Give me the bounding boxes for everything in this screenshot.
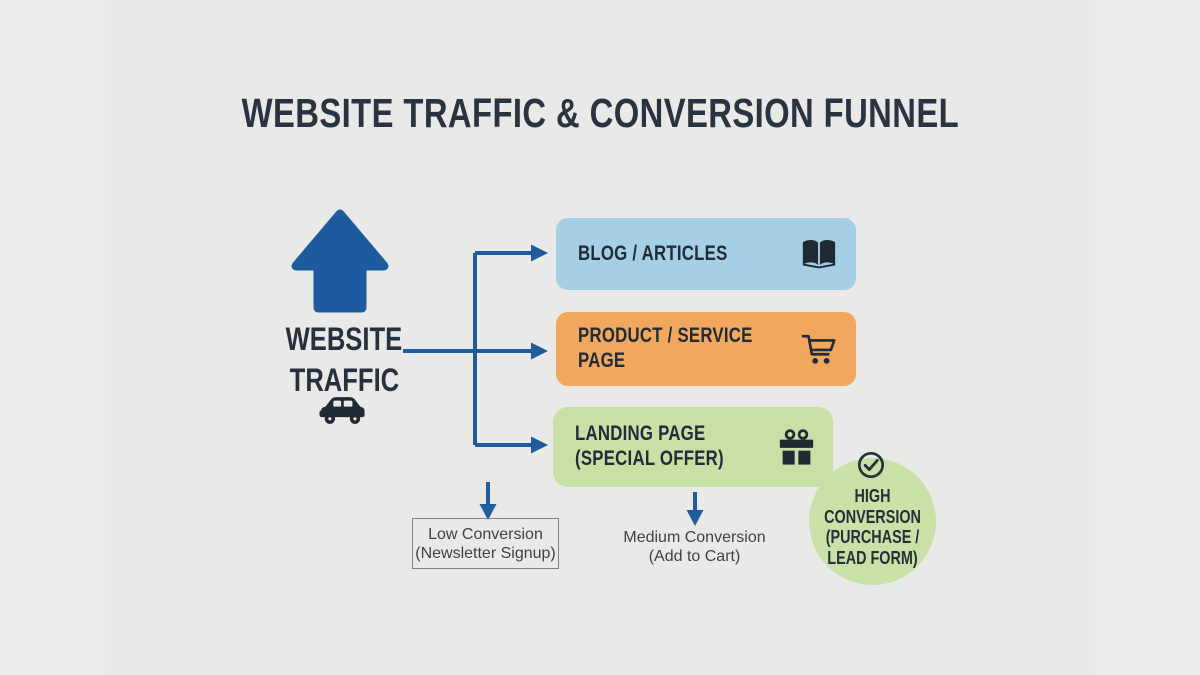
website-traffic-label: WEBSITE TRAFFIC xyxy=(254,322,434,404)
high-conversion-line2: CONVERSION xyxy=(824,506,921,527)
to-product-arrowhead xyxy=(531,342,548,360)
blog-label-line1: BLOG / ARTICLES xyxy=(578,241,728,265)
car-icon xyxy=(319,397,365,424)
to-landing-arrowhead xyxy=(531,436,548,454)
to-blog-arrowhead xyxy=(531,244,548,262)
product-label: PRODUCT / SERVICE PAGE xyxy=(578,324,800,374)
low-conversion-box: Low Conversion (Newsletter Signup) xyxy=(412,518,559,569)
website-traffic-line2: TRAFFIC xyxy=(289,362,399,398)
high-conversion-line4: LEAD FORM) xyxy=(827,547,918,568)
high-conversion-line3: (PURCHASE / xyxy=(825,527,920,547)
landing-label-line2: (SPECIAL OFFER) xyxy=(575,447,724,470)
check-circle-icon xyxy=(858,452,884,478)
landing-label-line1: LANDING PAGE xyxy=(575,422,706,445)
medium-arrowhead xyxy=(686,510,704,526)
website-traffic-line1: WEBSITE xyxy=(285,321,403,357)
up-arrow-icon xyxy=(291,209,389,313)
product-label-line2: PAGE xyxy=(578,349,626,372)
high-conversion-label: HIGH CONVERSION (PURCHASE / LEAD FORM) xyxy=(800,486,945,569)
low-conversion-line2: (Newsletter Signup) xyxy=(415,544,556,562)
medium-conversion-line2: (Add to Cart) xyxy=(648,548,741,565)
landing-label: LANDING PAGE (SPECIAL OFFER) xyxy=(575,422,778,472)
low-conversion-line1: Low Conversion xyxy=(428,525,543,543)
high-conversion-circle xyxy=(809,458,936,585)
page-title-text: WEBSITE TRAFFIC & CONVERSION FUNNEL xyxy=(241,90,959,136)
channel-box-landing: LANDING PAGE (SPECIAL OFFER) xyxy=(553,407,833,487)
blog-label: BLOG / ARTICLES xyxy=(578,242,800,267)
high-conversion-line1: HIGH xyxy=(854,486,891,506)
channel-box-blog: BLOG / ARTICLES xyxy=(556,218,856,290)
shopping-cart-icon xyxy=(801,334,836,364)
product-label-line1: PRODUCT / SERVICE xyxy=(578,324,753,347)
medium-conversion-line1: Medium Conversion xyxy=(623,529,766,546)
gift-icon xyxy=(779,429,814,465)
open-book-icon xyxy=(802,240,836,269)
channel-box-product: PRODUCT / SERVICE PAGE xyxy=(556,312,856,386)
page-title: WEBSITE TRAFFIC & CONVERSION FUNNEL xyxy=(0,90,1200,137)
medium-conversion-note: Medium Conversion (Add to Cart) xyxy=(617,528,772,566)
low-arrowhead xyxy=(479,504,497,520)
